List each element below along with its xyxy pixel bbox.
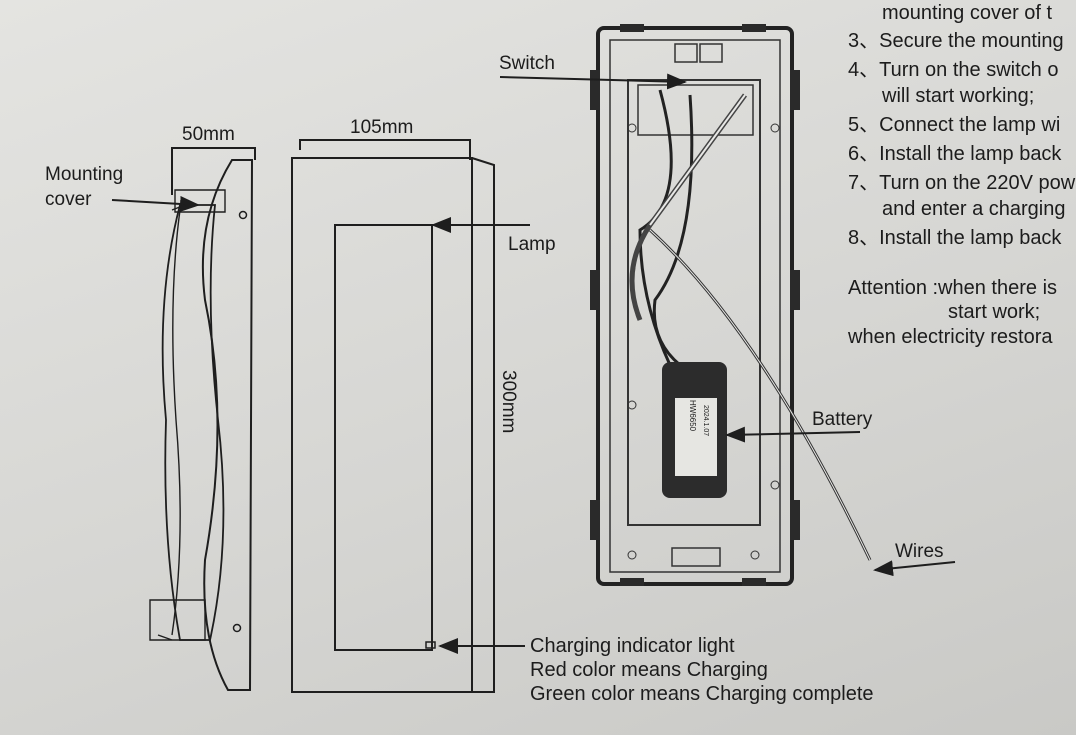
height-label: 300mm [498,370,519,433]
instruction-line: 4、Turn on the switch o [848,59,1058,81]
mounting-cover-label-line2: cover [45,189,92,210]
front-width-label: 105mm [350,117,413,138]
instruction-line: 5、Connect the lamp wi [848,114,1060,136]
instruction-line: 8、Install the lamp back [848,227,1062,249]
instructions-list: mounting cover of t 3、Secure the mountin… [848,2,1076,249]
switch-arrow [499,73,687,90]
attention-line: Attention :when there is [848,277,1057,299]
front-view-drawing [291,157,495,693]
battery-date-text: 2024.1.07 [702,405,709,436]
battery-model-text: HW6650 [688,400,697,432]
wires-label: Wires [895,541,944,562]
indicator-note-line2: Red color means Charging [530,659,768,681]
mounting-cover-label-line1: Mounting [45,164,123,185]
charging-indicator-light [425,641,436,649]
battery: HW6650 2024.1.07 [662,362,727,498]
side-width-dimension [171,147,256,195]
attention-line: when electricity restora [847,326,1053,348]
front-width-dimension [299,139,471,160]
instruction-line: 3、Secure the mounting [848,30,1064,52]
lamp-label: Lamp [508,234,556,255]
instruction-line: 7、Turn on the 220V pow [848,172,1076,194]
attention-line: start work; [948,301,1040,323]
switch-label: Switch [499,53,555,74]
indicator-note-line3: Green color means Charging complete [530,683,874,705]
battery-arrow [725,426,861,443]
back-view-drawing [590,24,872,586]
attention-note: Attention :when there is start work; whe… [847,277,1057,348]
instruction-line: 6、Install the lamp back [848,143,1062,165]
indicator-note-line1: Charging indicator light [530,635,735,657]
battery-label: Battery [812,409,873,430]
instruction-line: mounting cover of t [882,2,1053,24]
side-width-label: 50mm [182,124,235,145]
side-view-drawing [149,159,254,691]
wires-arrow [873,560,956,577]
instruction-line: and enter a charging [882,198,1065,220]
instruction-line: will start working; [881,85,1034,107]
